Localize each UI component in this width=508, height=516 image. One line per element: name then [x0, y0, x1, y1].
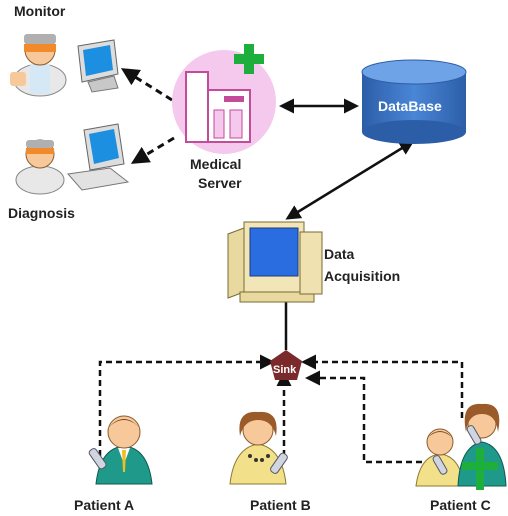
- patient-a-label: Patient A: [74, 497, 135, 513]
- connectors: [98, 68, 464, 464]
- arrow-patient-a-to-sink: [98, 354, 275, 456]
- patient-b-label: Patient B: [250, 497, 311, 513]
- pc-icon: [227, 221, 323, 303]
- hospital-icon: [172, 50, 276, 154]
- sensor-icon: [432, 455, 448, 475]
- diagnosis-label: Diagnosis: [8, 205, 75, 221]
- computer-icon: [67, 123, 130, 191]
- arrow-patient-c2-to-sink: [305, 370, 442, 464]
- sensor-icon: [466, 425, 482, 445]
- data-label: Data: [324, 246, 355, 262]
- database-icon: [361, 59, 467, 144]
- database-label: DataBase: [378, 98, 442, 114]
- sensor-icon: [270, 452, 288, 474]
- patient-c-label: Patient C: [430, 497, 491, 513]
- medical-label: Medical: [190, 156, 242, 172]
- arrow-patient-c1-to-sink: [301, 354, 464, 418]
- sink-label: Sink: [273, 364, 297, 376]
- doctor-icon: [10, 34, 67, 97]
- sink-node-icon: [270, 350, 302, 380]
- server-label: Server: [198, 175, 242, 191]
- medical-cross-icon: [462, 448, 498, 490]
- patient-icon: [229, 411, 287, 485]
- doctor-icon: [15, 139, 65, 195]
- medical-cross-icon: [234, 44, 264, 74]
- arrow-database-acquisition: [285, 140, 415, 220]
- computer-icon: [77, 39, 119, 93]
- monitor-label: Monitor: [14, 3, 66, 19]
- arrow-server-to-monitor: [120, 68, 173, 102]
- sensor-icon: [88, 448, 107, 470]
- acquisition-label: Acquisition: [324, 268, 401, 284]
- arrow-server-to-diagnosis: [130, 136, 175, 164]
- patient-icon: [95, 415, 153, 485]
